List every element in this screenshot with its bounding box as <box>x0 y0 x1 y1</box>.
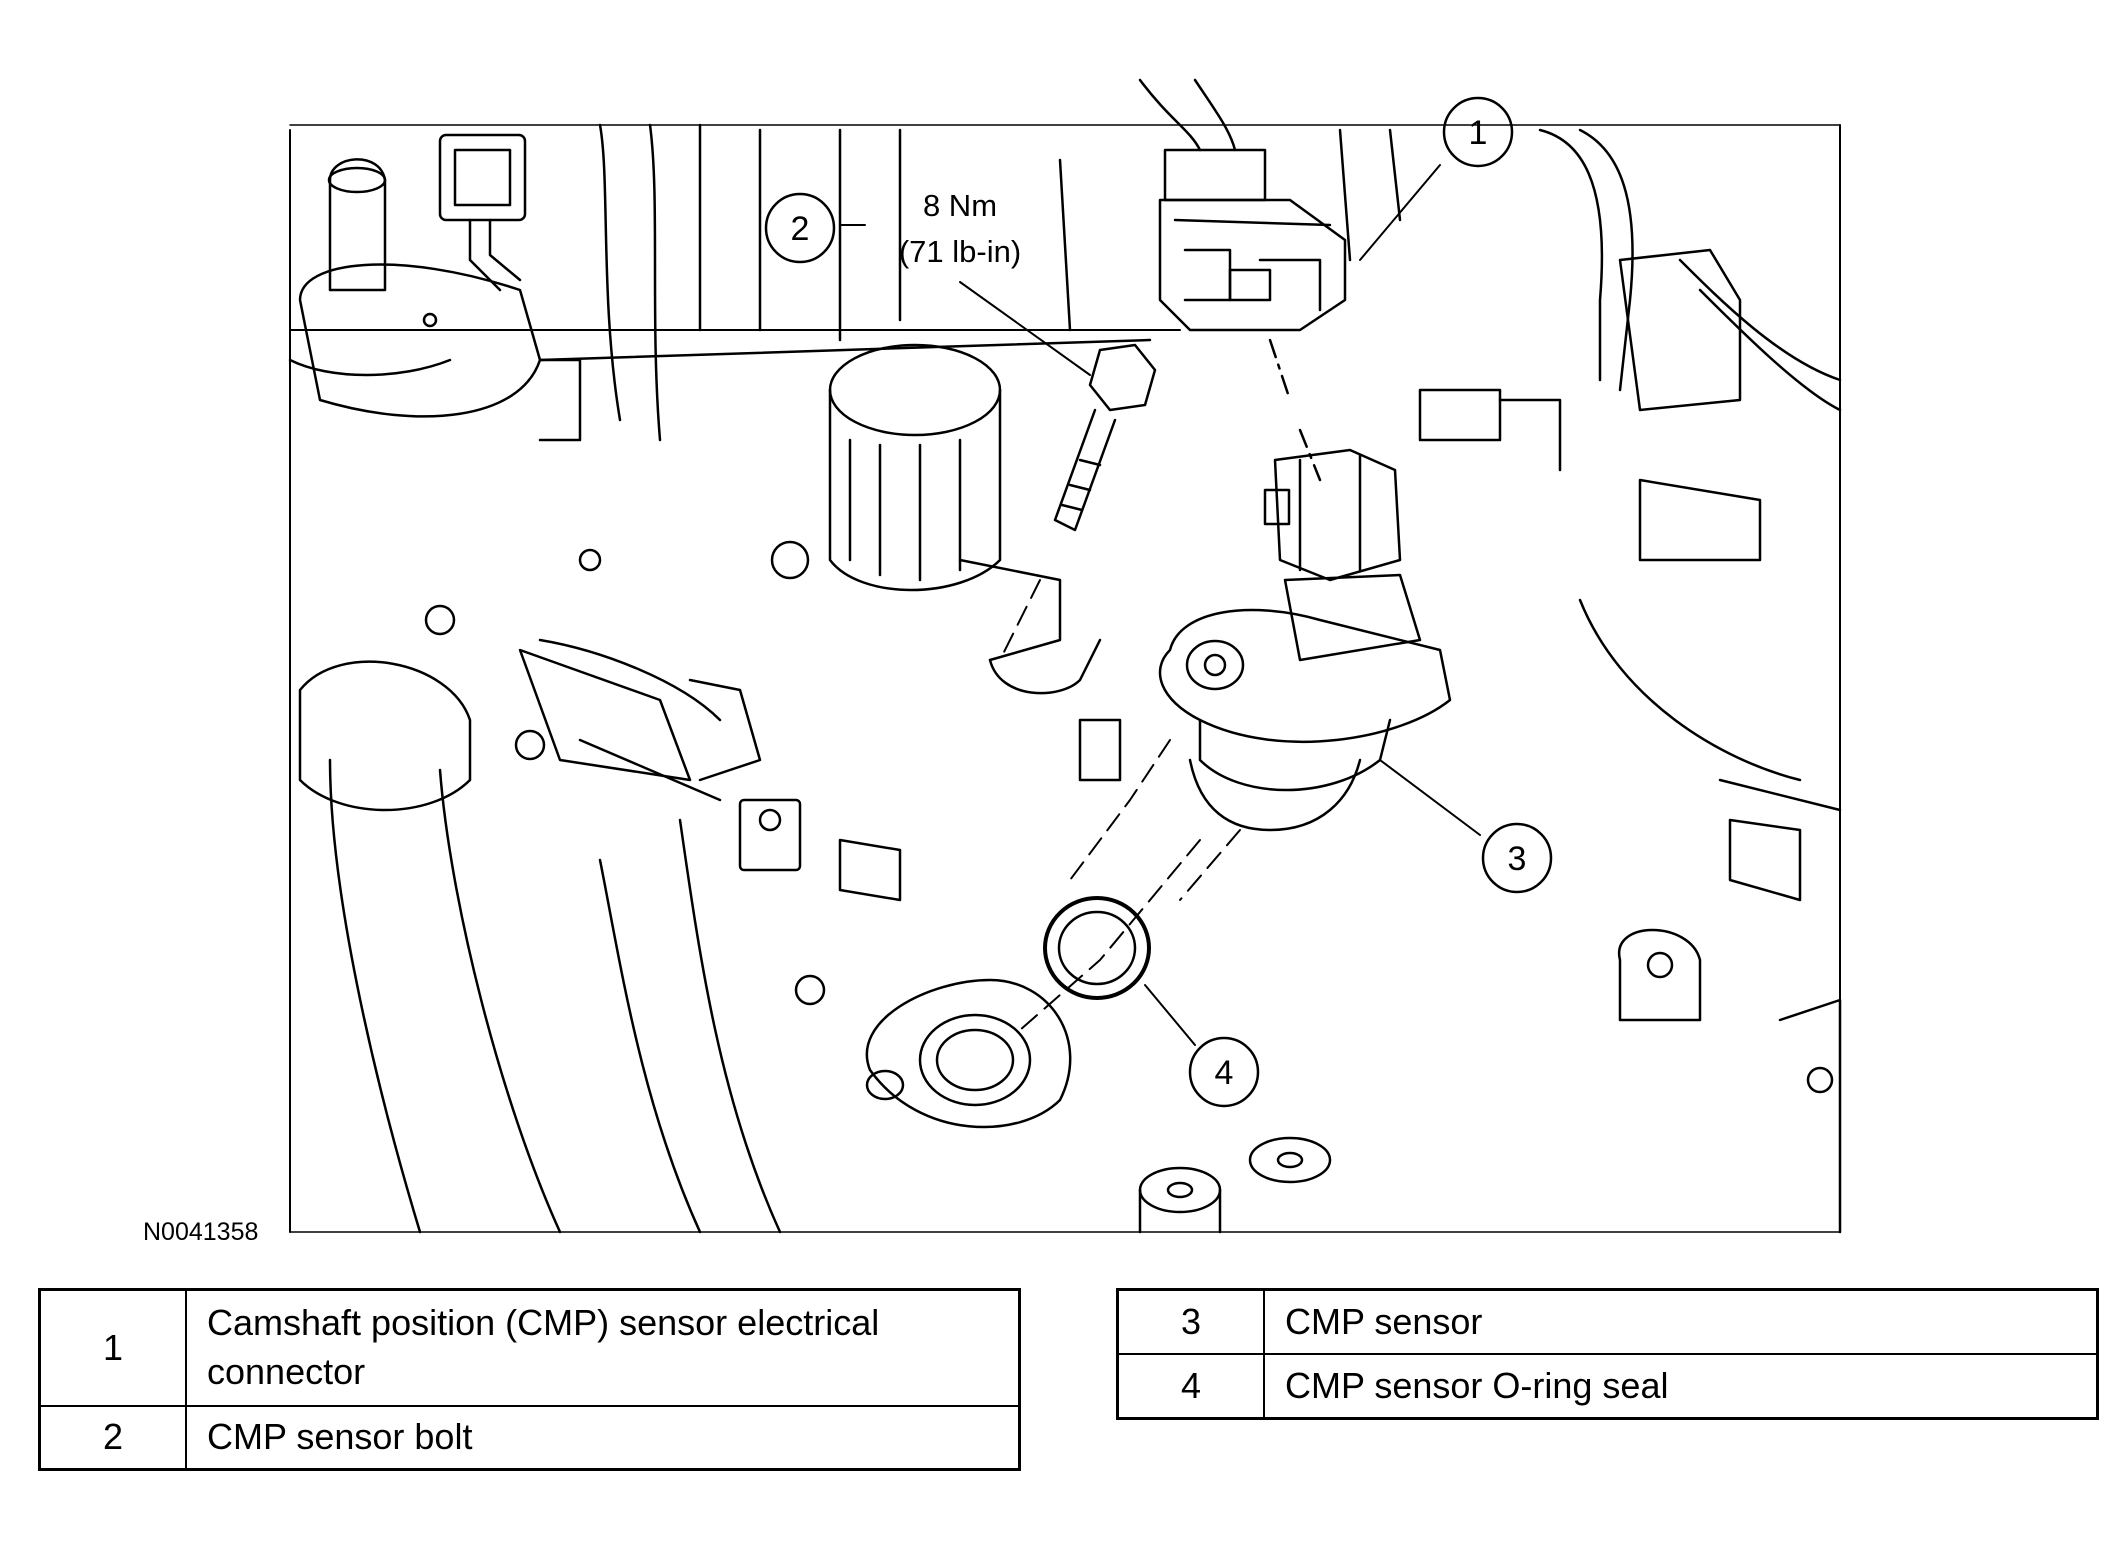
sensor-harness-wires <box>1138 78 1267 202</box>
legend-number: 1 <box>38 1288 187 1407</box>
alignment-lines <box>999 579 1241 1031</box>
right-side-components <box>1418 128 1842 1234</box>
callout-circle-1 <box>1442 96 1514 168</box>
legend-table-right: 3 CMP sensor 4 CMP sensor O-ring seal <box>1116 1288 2099 1420</box>
callout-circle-3 <box>1481 822 1553 894</box>
callout-label-3: 3 <box>1508 840 1527 878</box>
callout-4-leader <box>1144 984 1196 1046</box>
callout-3-leader <box>1379 759 1481 836</box>
callout-label-2: 2 <box>791 210 810 248</box>
solenoid-component <box>828 343 1122 782</box>
legend-row: 3 CMP sensor <box>1116 1288 2099 1355</box>
legend-row: 4 CMP sensor O-ring seal <box>1116 1353 2099 1420</box>
callout-1-leader <box>1359 164 1441 261</box>
legend-row: 1 Camshaft position (CMP) sensor electri… <box>38 1288 1021 1407</box>
callout-label-4: 4 <box>1215 1054 1234 1092</box>
callout-circle-2 <box>764 192 836 264</box>
legend-description: CMP sensor O-ring seal <box>1263 1353 2099 1420</box>
upper-left-connector <box>438 123 662 442</box>
cmp-sensor-drawing <box>1158 448 1452 832</box>
callout-circle-4 <box>1188 1036 1260 1108</box>
legend-description: CMP sensor <box>1263 1288 2099 1355</box>
legend-description: CMP sensor bolt <box>185 1404 1021 1471</box>
legend-row: 2 CMP sensor bolt <box>38 1404 1021 1471</box>
legend-number: 4 <box>1116 1353 1265 1420</box>
egr-valve <box>288 158 582 442</box>
cmp-connector-drawing <box>1158 198 1347 332</box>
lower-left-hoses <box>298 604 782 1234</box>
lower-bosses <box>1138 1136 1332 1234</box>
legend-number: 3 <box>1116 1288 1265 1355</box>
o-ring-drawing <box>1043 896 1151 1000</box>
legend-number: 2 <box>38 1404 187 1471</box>
figure-id: N0041358 <box>143 1218 258 1246</box>
cmp-bolt-drawing <box>1053 343 1157 532</box>
legend-description: Camshaft position (CMP) sensor electrica… <box>185 1288 1021 1407</box>
torque-value-lbin: (71 lb-in) <box>899 234 1021 269</box>
torque-value-nm: 8 Nm <box>923 188 997 223</box>
torque-leader <box>959 281 1091 376</box>
brackets-and-fasteners <box>578 540 902 1006</box>
intake-runners <box>698 123 1402 342</box>
legend-table-left: 1 Camshaft position (CMP) sensor electri… <box>38 1288 1021 1471</box>
sensor-bore <box>865 978 1072 1129</box>
callout-label-1: 1 <box>1469 114 1488 152</box>
